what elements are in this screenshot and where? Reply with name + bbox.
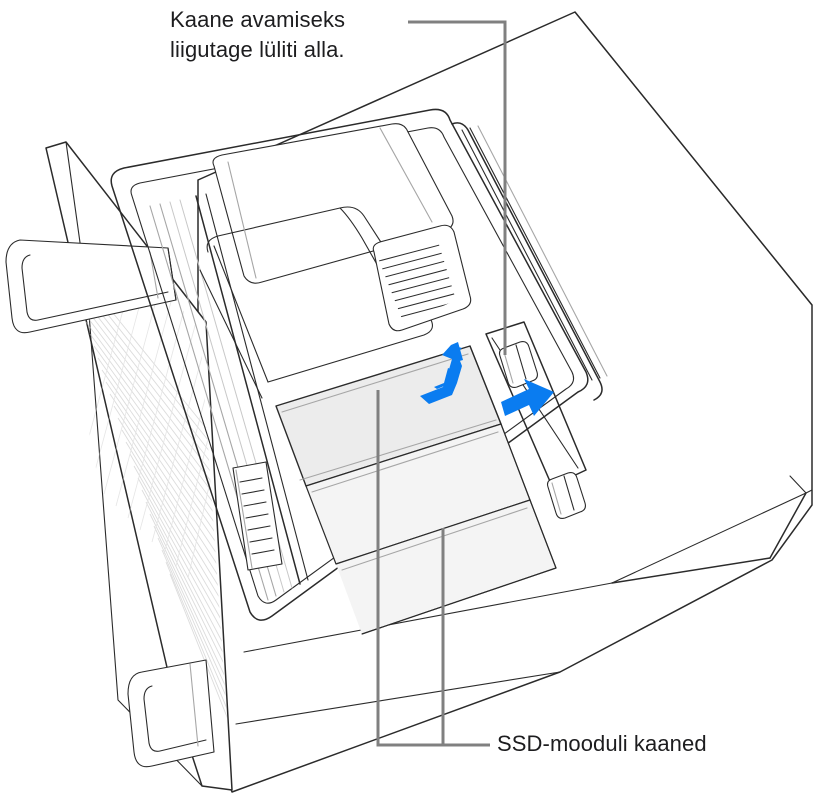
leader-line-latch [408,20,507,355]
arrow-lift-ssd-cover [420,342,463,404]
leader-lines [376,20,507,747]
handle-top [5,239,177,334]
latch-switch-bottom[interactable] [546,472,586,519]
vent-louvers [372,224,472,332]
callout-latch-label: Kaane avamiseks liigutage lüliti alla. [170,5,345,65]
callout-ssd-label: SSD-mooduli kaaned [497,731,707,756]
leader-line-ssd-upper [376,390,490,747]
callout-latch-line2: liigutage lüliti alla. [170,37,345,62]
rail-connector-tabs [232,461,283,571]
latch-switch-top[interactable] [498,341,538,388]
handle-bottom [127,659,215,768]
callout-latch-line1: Kaane avamiseks [170,7,346,32]
arrow-slide-latch-right [501,379,554,416]
ssd-bay-strip [335,499,557,635]
